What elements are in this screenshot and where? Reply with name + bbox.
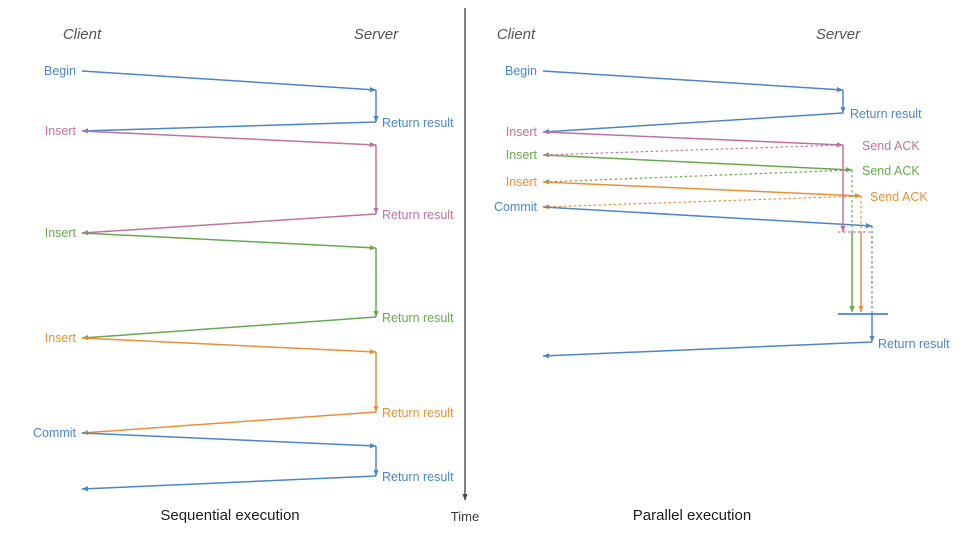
- time-axis-label: Time: [451, 509, 479, 524]
- right-message-label-commit: Commit: [494, 200, 538, 214]
- left-reply-arrow-insert-2: [81, 316, 377, 341]
- right-ack-arrow-insert-3: [542, 195, 862, 210]
- right-request-arrow-insert-3: [542, 181, 862, 199]
- right-lane-title-server: Server: [816, 26, 861, 43]
- right-request-arrow-begin: [542, 70, 844, 93]
- left-reply-label-insert-1: Return result: [382, 208, 454, 222]
- right-panel-caption: Parallel execution: [633, 507, 751, 524]
- left-request-arrow-insert-1: [81, 130, 377, 148]
- right-message-insert-3: Insert Send ACK: [506, 175, 928, 210]
- right-reply-label-insert-2: Send ACK: [862, 164, 920, 178]
- left-message-label-insert-3: Insert: [45, 331, 77, 345]
- right-message-label-begin: Begin: [505, 64, 537, 78]
- sequential-execution-panel: Client Server Begin Return result Insert…: [33, 26, 454, 524]
- left-reply-label-begin: Return result: [382, 116, 454, 130]
- right-reply-label-commit: Return result: [878, 337, 950, 351]
- right-message-insert-1: Insert Send ACK: [506, 125, 920, 158]
- parallel-execution-panel: Client Server Begin Return result Insert…: [494, 26, 950, 524]
- right-reply-label-begin: Return result: [850, 107, 922, 121]
- left-lane-title-server: Server: [354, 26, 399, 43]
- left-message-insert-1: Insert Return result: [45, 124, 454, 236]
- left-reply-arrow-insert-1: [81, 213, 377, 236]
- left-message-commit: Commit Return result: [33, 426, 454, 492]
- left-reply-label-insert-2: Return result: [382, 311, 454, 325]
- left-panel-caption: Sequential execution: [160, 507, 299, 524]
- left-message-insert-2: Insert Return result: [45, 226, 454, 341]
- left-request-arrow-begin: [81, 70, 377, 93]
- left-request-arrow-insert-3: [81, 337, 377, 355]
- left-message-label-commit: Commit: [33, 426, 77, 440]
- right-lane-title-client: Client: [497, 26, 536, 43]
- left-reply-label-commit: Return result: [382, 470, 454, 484]
- left-request-arrow-commit: [81, 432, 377, 449]
- right-reply-label-insert-3: Send ACK: [870, 190, 928, 204]
- left-request-arrow-insert-2: [81, 232, 377, 251]
- right-request-arrow-insert-1: [542, 131, 844, 148]
- right-reply-arrow-begin: [542, 112, 844, 135]
- right-request-arrow-insert-2: [542, 154, 853, 173]
- right-message-insert-2: Insert Send ACK: [506, 148, 920, 185]
- right-server-work-bars: [838, 145, 888, 343]
- left-reply-arrow-insert-3: [81, 411, 377, 436]
- right-message-label-insert-1: Insert: [506, 125, 538, 139]
- left-message-begin: Begin Return result: [44, 64, 454, 134]
- right-message-begin: Begin Return result: [505, 64, 922, 135]
- right-request-arrow-commit: [542, 206, 873, 229]
- left-message-insert-3: Insert Return result: [45, 331, 454, 436]
- right-ack-arrow-insert-1: [542, 144, 844, 158]
- left-reply-arrow-commit: [81, 475, 377, 492]
- time-axis: Time: [451, 8, 479, 524]
- left-reply-label-insert-3: Return result: [382, 406, 454, 420]
- right-reply-arrow-commit: [542, 341, 873, 359]
- left-message-label-begin: Begin: [44, 64, 76, 78]
- right-reply-label-insert-1: Send ACK: [862, 139, 920, 153]
- right-message-label-insert-3: Insert: [506, 175, 538, 189]
- left-reply-arrow-begin: [81, 121, 377, 134]
- right-ack-arrow-insert-2: [542, 169, 853, 185]
- right-message-label-insert-2: Insert: [506, 148, 538, 162]
- right-message-commit: Commit Return result: [494, 200, 950, 359]
- left-lane-title-client: Client: [63, 26, 102, 43]
- left-message-label-insert-1: Insert: [45, 124, 77, 138]
- left-message-label-insert-2: Insert: [45, 226, 77, 240]
